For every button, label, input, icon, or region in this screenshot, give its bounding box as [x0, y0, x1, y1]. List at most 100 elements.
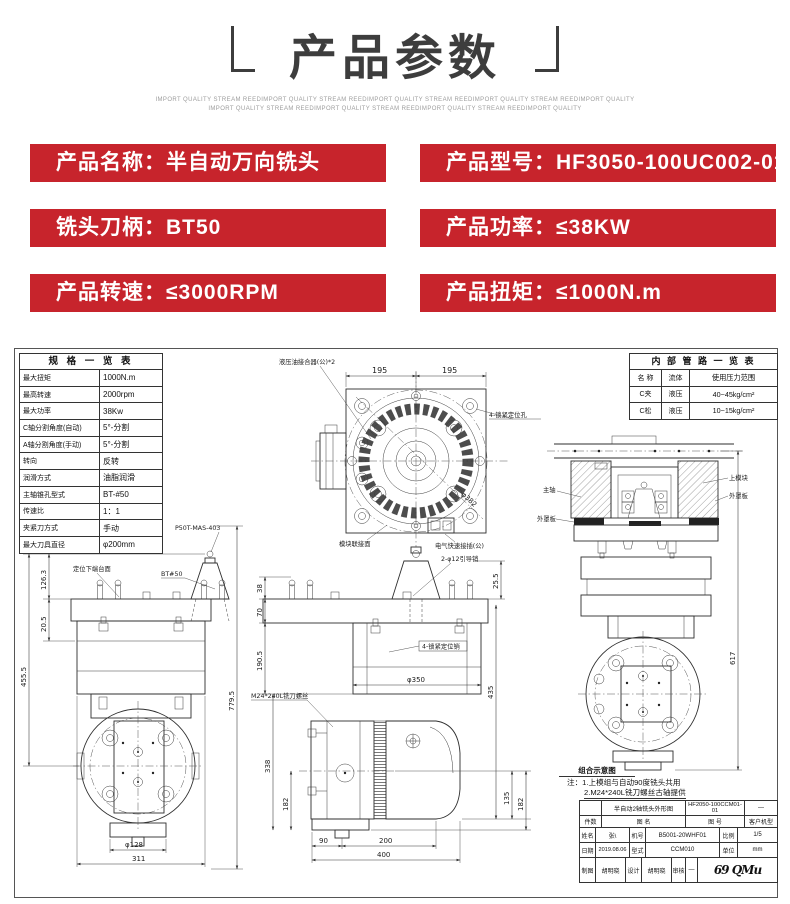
callout-upper-module: 上模块 [729, 473, 749, 482]
date-value: 2019.08.06 [596, 843, 630, 857]
title-bracket-left-icon [230, 26, 255, 72]
dim-126-3: 126.3 [40, 570, 48, 590]
table-row: 夹紧刀方式手动 [20, 520, 162, 537]
drawing-canvas: 195 195 [20, 357, 749, 870]
dim-dia382: φ382 [460, 491, 479, 509]
name-header: 图 名 [602, 816, 686, 827]
callout-hydraulic-coupling: 液压油接合器(公)*2 [279, 357, 335, 366]
spec-banners: 产品名称：半自动万向铣头 产品型号：HF3050-100UC002-01 铣头刀… [0, 114, 790, 312]
check-value: — [686, 858, 698, 882]
dim-200: 200 [379, 837, 392, 845]
left-front-view: P50T-MAS-403 定位下端台面 BT#50 [20, 525, 243, 870]
banner-product-power: 产品功率：≤38KW [420, 209, 776, 247]
header: 产品参数 IMPORT QUALITY STREAM REEDIMPORT QU… [0, 0, 790, 114]
callout-module-face: 模块联接面 [339, 539, 370, 548]
dim-182-left: 182 [282, 798, 290, 811]
table-row: C轴分割角度(自动)5°-分割 [20, 420, 162, 437]
banner-product-torque: 产品扭矩：≤1000N.m [420, 274, 776, 312]
dim-195-right: 195 [442, 366, 457, 375]
design-label: 设计 [626, 858, 642, 882]
dim-338: 338 [264, 760, 272, 773]
callout-lock-pins: 4-锁紧定位销 [422, 642, 460, 651]
number-header: 图 号 [686, 816, 745, 827]
page-title: 产品参数 [288, 32, 501, 85]
callout-outer-cover-right: 外罩板 [729, 491, 749, 500]
customer-header: 客户机型 [748, 820, 773, 826]
draft-value: 胡明晓 [596, 858, 626, 882]
machine-label: 机号 [630, 828, 646, 842]
unit-value: mm [752, 847, 763, 853]
dim-617: 617 [729, 652, 737, 665]
technical-drawing-sheet: 195 195 [14, 348, 778, 898]
table-row: A轴分割角度(手动)5°-分割 [20, 436, 162, 454]
type-value: CCM010 [646, 843, 720, 857]
machine-value: B5001-20WHF01 [646, 828, 720, 842]
spec-table-title: 规 格 一 览 表 [20, 354, 162, 370]
dim-435: 435 [487, 686, 495, 699]
table-row: 润滑方式油脂润滑 [20, 470, 162, 487]
design-value: 胡明晓 [642, 858, 672, 882]
dim-dia128: φ128 [125, 841, 143, 849]
callout-spindle: 主轴 [543, 485, 556, 494]
name-value: 张\ [596, 828, 630, 842]
callout-p50t: P50T-MAS-403 [175, 525, 220, 532]
dim-400: 400 [377, 851, 390, 859]
callout-outer-cover-left: 外罩板 [537, 514, 557, 523]
note-line-2: 2.M24*240L铣刀螺丝古轴提供 [584, 788, 686, 799]
callout-electrical-connector: 电气快速接插(公) [435, 541, 484, 550]
top-plan-view: 195 195 [279, 357, 541, 597]
dim-25-5: 25.5 [492, 573, 500, 589]
dim-182-right: 182 [517, 798, 525, 811]
banner-product-name: 产品名称：半自动万向铣头 [30, 144, 386, 182]
unit-label: 单位 [720, 843, 738, 857]
date-label: 日期 [580, 843, 596, 857]
dim-779-5: 779.5 [228, 691, 236, 711]
dim-20-5: 20.5 [40, 616, 48, 632]
drawing-name: 半自动2轴铣头外形图 [602, 801, 686, 815]
note-line-1: 注：1.上模组与自动90度铣头共用 [567, 778, 681, 787]
table-row: C松 液压 10~15kg/cm² [630, 403, 777, 419]
dim-311: 311 [132, 855, 145, 863]
scale-label: 比例 [720, 828, 738, 842]
assembly-diagram-label: 组合示意图 [559, 765, 635, 777]
drawing-notes: 注：1.上模组与自动90度铣头共用 2.M24*240L铣刀螺丝古轴提供 [567, 778, 686, 799]
table-row: C夹 液压 40~45kg/cm² [630, 386, 777, 403]
watermark-line-1: IMPORT QUALITY STREAM REEDIMPORT QUALITY… [155, 97, 635, 103]
draft-label: 制图 [580, 858, 596, 882]
dim-dia350: φ350 [407, 676, 425, 684]
drawing-number: HF2050-100CCM01-01 [686, 801, 745, 815]
right-section-view: 主轴 上模块 外罩板 外罩板 617 [537, 435, 749, 771]
name-label: 姓名 [580, 828, 596, 842]
callout-bt50: BT#50 [161, 571, 182, 578]
customer-value: — [758, 805, 764, 811]
dim-135: 135 [503, 792, 511, 805]
dim-90: 90 [319, 837, 328, 845]
pipe-table-title: 内 部 管 路 一 览 表 [630, 354, 777, 370]
check-label: 审核 [672, 858, 686, 882]
table-header-row: 名 称 流体 使用压力范围 [630, 370, 777, 387]
callout-m24-screw: M24*240L铣刀螺丝 [251, 691, 308, 700]
dim-455-5: 455.5 [20, 667, 28, 687]
middle-side-view: 4-锁紧定位销 φ350 38 70 190.5 25.5 435 M2 [251, 546, 531, 863]
pipe-table: 内 部 管 路 一 览 表 名 称 流体 使用压力范围 C夹 液压 40~45k… [629, 353, 778, 420]
callout-locating-face: 定位下端台面 [73, 564, 111, 573]
dim-190-5: 190.5 [256, 651, 264, 671]
dim-70: 70 [256, 608, 264, 617]
banner-product-model: 产品型号：HF3050-100UC002-01 [420, 144, 776, 182]
banner-tool-holder: 铣头刀柄：BT50 [30, 209, 386, 247]
callout-guide-pins: 2-φ12引导销 [441, 554, 478, 563]
dim-38: 38 [256, 584, 264, 593]
banner-product-speed: 产品转速：≤3000RPM [30, 274, 386, 312]
title-bracket-right-icon [535, 26, 559, 72]
title-block: 半自动2轴铣头外形图 HF2050-100CCM01-01 — 件数 图 名 图… [579, 800, 778, 883]
part-count-header: 件数 [580, 816, 602, 827]
brand-logo: 69 QMu [713, 863, 762, 877]
